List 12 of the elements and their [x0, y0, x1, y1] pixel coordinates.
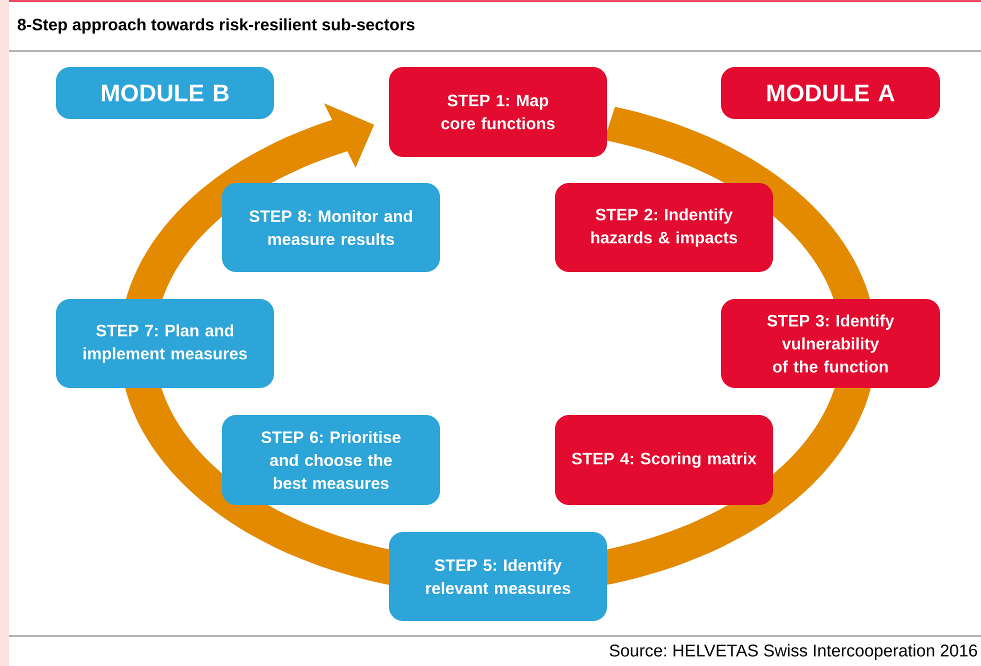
step-box: STEP 7: Plan and implement measures — [56, 299, 274, 388]
module-box: MODULE A — [721, 67, 940, 119]
step-box: STEP 4: Scoring matrix — [555, 415, 773, 505]
step-box: STEP 1: Map core functions — [389, 67, 607, 157]
step-box: STEP 6: Prioritise and choose the best measures — [222, 415, 440, 505]
step-box: STEP 2: Indentify hazards & impacts — [555, 183, 773, 272]
step-box: STEP 8: Monitor and measure results — [222, 183, 440, 272]
step-box: STEP 5: Identify relevant measures — [389, 532, 607, 621]
step-box: STEP 3: Identify vulnerability of the function — [721, 299, 940, 388]
source-note: Source: HELVETAS Swiss Intercooperation 2016 — [610, 644, 977, 660]
module-box: MODULE B — [56, 67, 274, 119]
title: 8-Step approach towards risk-resilient sub-sectors — [18, 18, 414, 34]
